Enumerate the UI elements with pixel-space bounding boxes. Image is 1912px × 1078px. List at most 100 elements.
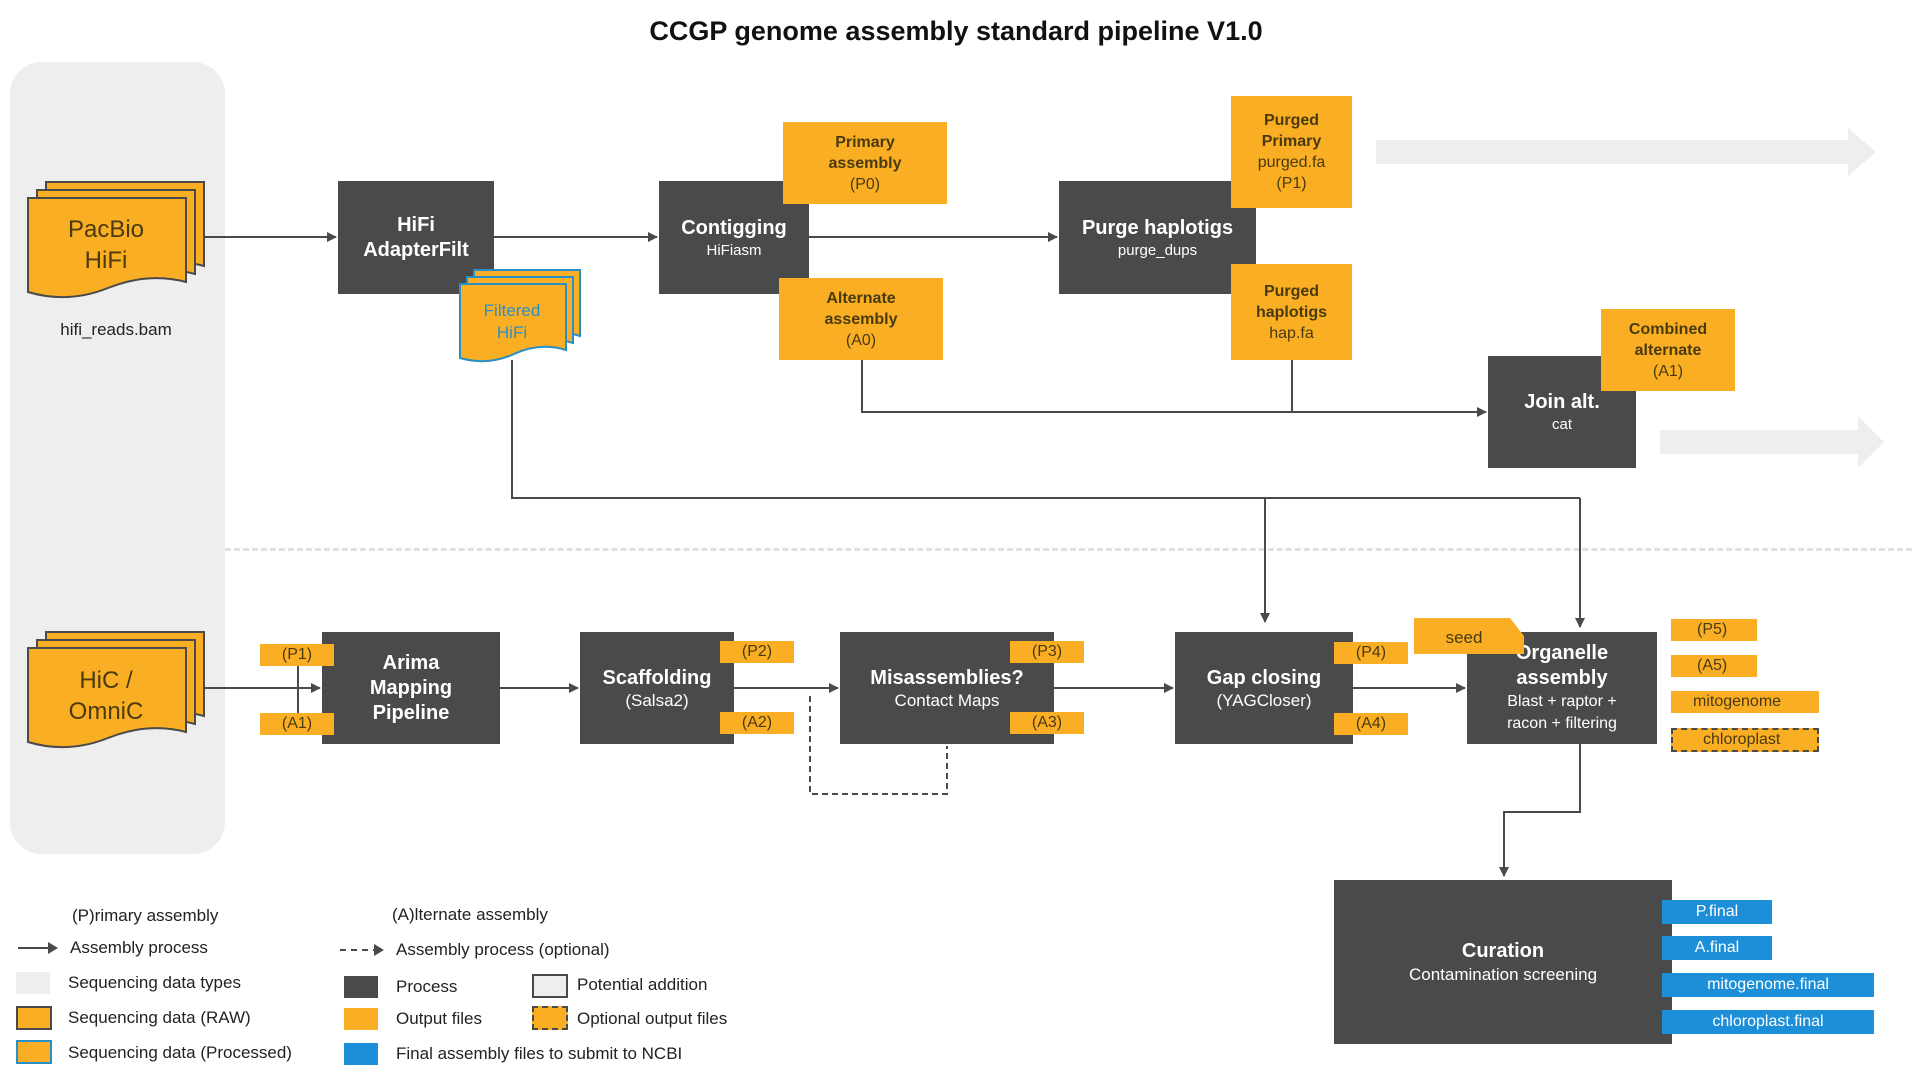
primary-line2: assembly <box>828 154 902 172</box>
legend-swatch-seq-raw <box>16 1006 52 1030</box>
tag-p3: (P3) <box>1010 641 1084 663</box>
legend-swatch-potential <box>532 974 568 998</box>
misassemblies-subtitle: Contact Maps <box>894 691 1000 710</box>
process-join-alt[interactable]: Join alt. cat <box>1488 356 1636 468</box>
tag-a4: (A4) <box>1334 713 1408 735</box>
tag-a5: (A5) <box>1671 655 1757 677</box>
purged-primary-line3: purged.fa <box>1257 154 1326 171</box>
purged-primary-line2: Primary <box>1261 133 1322 150</box>
tag-mitogenome: mitogenome <box>1671 691 1819 713</box>
organelle-title-line1: Organelle <box>1515 642 1609 664</box>
purged-haplotigs-line2: haplotigs <box>1255 303 1328 321</box>
legend-dashed-arrow-icon <box>340 944 384 956</box>
output-purged-primary: Purged Primary purged.fa (P1) <box>1231 96 1352 208</box>
legend-swatch-final <box>344 1043 378 1065</box>
hic-omnic-label: HiC / OmniC <box>28 665 184 727</box>
final-p: P.final <box>1662 900 1772 924</box>
pacbio-label-line1: PacBio <box>67 216 145 243</box>
legend-potential: Potential addition <box>577 975 708 994</box>
legend-seq-types: Sequencing data types <box>68 973 241 992</box>
final-a: A.final <box>1662 936 1772 960</box>
legend-swatch-process <box>344 976 378 998</box>
arima-title-line2: Mapping <box>369 676 453 699</box>
line-filtered-hifi <box>511 360 1580 499</box>
tag-a2: (A2) <box>720 712 794 734</box>
section-divider <box>225 548 1912 551</box>
pacbio-label-line2: HiFi <box>84 247 128 274</box>
legend-output-files: Output files <box>396 1009 482 1028</box>
diagram-title: CCGP genome assembly standard pipeline V… <box>649 16 1263 46</box>
output-alternate-assembly: Alternate assembly (A0) <box>779 278 943 360</box>
process-arima-mapping[interactable]: Arima Mapping Pipeline <box>322 632 500 744</box>
tag-a3: (A3) <box>1010 712 1084 734</box>
legend-swatch-optional-output <box>532 1006 568 1030</box>
arima-title-line1: Arima <box>382 651 440 674</box>
legend-optional-output: Optional output files <box>577 1009 728 1028</box>
arima-title-line3: Pipeline <box>372 701 450 724</box>
legend-seq-raw: Sequencing data (RAW) <box>68 1008 251 1027</box>
alternate-line2: assembly <box>824 310 898 328</box>
purge-title: Purge haplotigs <box>1081 216 1234 239</box>
hic-label-line2: OmniC <box>68 698 144 725</box>
final-mitogenome: mitogenome.final <box>1662 973 1874 997</box>
purged-primary-line1: Purged <box>1263 112 1320 129</box>
organelle-subtitle-line2: racon + filtering <box>1507 715 1617 732</box>
curation-title: Curation <box>1461 939 1545 962</box>
primary-line1: Primary <box>835 133 895 151</box>
tag-a1: (A1) <box>260 713 334 735</box>
process-curation[interactable]: Curation Contamination screening <box>1334 880 1672 1044</box>
output-primary-assembly: Primary assembly (P0) <box>783 122 947 204</box>
legend-swatch-output <box>344 1008 378 1030</box>
process-hifi-adapterfilt[interactable]: HiFi AdapterFilt <box>338 181 494 294</box>
adapterfilt-title-line1: HiFi <box>397 213 435 236</box>
hic-omnic-stack <box>27 631 205 749</box>
scaffolding-title: Scaffolding <box>602 667 712 689</box>
pacbio-hifi-label: PacBio HiFi <box>28 214 184 276</box>
pacbio-filename: hifi_reads.bam <box>60 320 172 339</box>
seed-tag-shape <box>1414 618 1524 654</box>
pacbio-hifi-stack <box>27 181 205 299</box>
legend-seq-processed: Sequencing data (Processed) <box>68 1043 292 1062</box>
legend-arrow-icon <box>18 942 58 954</box>
final-chloroplast: chloroplast.final <box>1662 1010 1874 1034</box>
process-purge-haplotigs[interactable]: Purge haplotigs purge_dups <box>1059 181 1256 294</box>
process-gap-closing[interactable]: Gap closing (YAGCloser) <box>1175 632 1353 744</box>
combined-alt-line3: (A1) <box>1652 362 1684 380</box>
contigging-subtitle: HiFiasm <box>706 241 762 259</box>
output-purged-haplotigs: Purged haplotigs hap.fa <box>1231 264 1352 360</box>
process-contigging[interactable]: Contigging HiFiasm <box>659 181 809 294</box>
output-combined-alternate: Combined alternate (A1) <box>1601 309 1735 391</box>
legend-process: Process <box>396 977 458 996</box>
tag-p5: (P5) <box>1671 619 1757 641</box>
legend-swatch-seq-processed <box>16 1040 52 1064</box>
purged-haplotigs-line1: Purged <box>1263 282 1320 300</box>
legend-swatch-seq-types <box>16 972 50 994</box>
arrow-alternate-to-joinalt <box>861 358 1487 417</box>
legend-final-files: Final assembly files to submit to NCBI <box>396 1044 683 1063</box>
legend-assembly-process-optional: Assembly process (optional) <box>396 940 610 959</box>
primary-line3: (P0) <box>849 175 881 193</box>
tag-p4: (P4) <box>1334 642 1408 664</box>
purge-subtitle: purge_dups <box>1117 241 1198 259</box>
arrow-organelle-to-curation <box>1499 742 1581 877</box>
tag-seed: seed <box>1445 628 1483 647</box>
purged-haplotigs-line3: hap.fa <box>1269 324 1314 342</box>
gapclosing-subtitle: (YAGCloser) <box>1216 691 1312 710</box>
combined-alt-line1: Combined <box>1628 320 1708 338</box>
contigging-title: Contigging <box>681 216 787 239</box>
purged-primary-line4: (P1) <box>1276 175 1307 192</box>
legend-assembly-process: Assembly process <box>70 938 208 957</box>
continuation-arrow-top <box>1376 128 1876 176</box>
continuation-arrow-bottom <box>1660 416 1884 468</box>
filtered-label-line2: HiFi <box>496 323 528 342</box>
adapterfilt-title-line2: AdapterFilt <box>363 238 469 261</box>
legend-alternate: (A)lternate assembly <box>392 905 548 924</box>
curation-subtitle: Contamination screening <box>1408 964 1598 984</box>
process-scaffolding[interactable]: Scaffolding (Salsa2) <box>580 632 734 744</box>
misassemblies-title: Misassemblies? <box>870 667 1024 689</box>
organelle-title-line2: assembly <box>1516 667 1608 689</box>
joinalt-title: Join alt. <box>1524 391 1600 413</box>
combined-alt-line2: alternate <box>1634 341 1702 359</box>
